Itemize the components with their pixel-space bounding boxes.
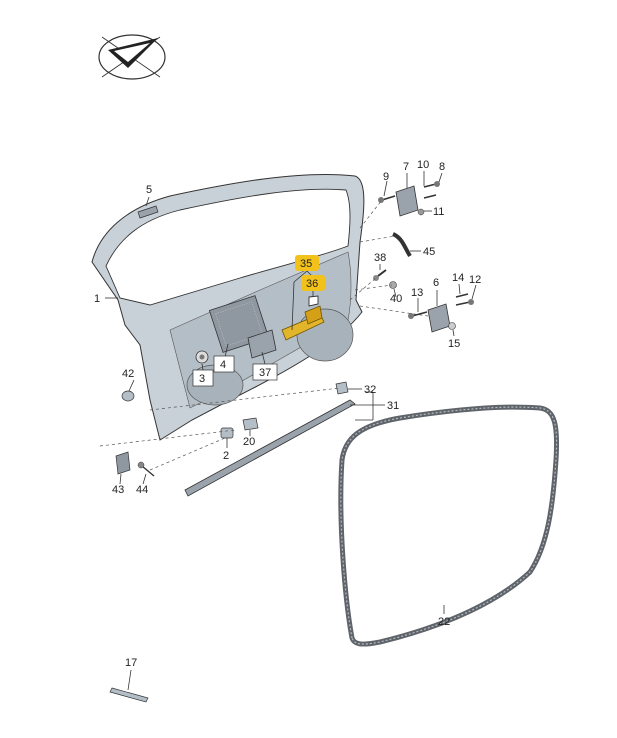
label-9: 9 (383, 171, 389, 183)
part-35-door-check-strap (281, 305, 325, 341)
part-17-tool (109, 687, 149, 703)
part-2-buffer (220, 427, 234, 439)
part-45-cable-sleeve (392, 232, 412, 258)
label-3: 3 (199, 373, 205, 385)
label-42: 42 (122, 368, 134, 380)
leader-lines (105, 171, 477, 691)
label-5: 5 (146, 184, 152, 196)
label-36: 36 (306, 278, 318, 290)
label-22: 22 (438, 616, 450, 628)
upper-hinge-assembly (378, 181, 440, 217)
part-22-door-seal (338, 404, 560, 647)
label-2: 2 (223, 450, 229, 462)
highlight-badge-35 (295, 255, 319, 271)
label-20: 20 (243, 436, 255, 448)
part-42-plug (121, 390, 135, 402)
label-12: 12 (469, 274, 481, 286)
label-4: 4 (220, 359, 226, 371)
label-38: 38 (374, 252, 386, 264)
label-37: 37 (259, 367, 271, 379)
part-40-nut (389, 281, 397, 289)
label-11: 11 (433, 206, 444, 218)
highlight-badge-36 (301, 275, 325, 291)
part-38-bolt (373, 269, 387, 281)
part-44-screw (137, 461, 155, 477)
lower-hinge-assembly (408, 293, 474, 333)
part-5-trim-strip (137, 205, 159, 219)
label-box-3 (192, 369, 214, 387)
label-6: 6 (433, 277, 439, 289)
label-15: 15 (448, 338, 460, 350)
label-10: 10 (417, 159, 429, 171)
part-20-clip (242, 417, 259, 431)
label-35: 35 (300, 258, 312, 270)
assembly-lines (99, 199, 429, 471)
label-14: 14 (452, 272, 464, 284)
part-36-seal-ring (308, 295, 319, 307)
label-17: 17 (125, 657, 137, 669)
label-31: 31 (387, 400, 399, 412)
part-3-grommet (195, 350, 209, 364)
label-45: 45 (423, 246, 435, 258)
label-box-37 (252, 363, 278, 381)
label-43: 43 (112, 484, 124, 496)
part-43-bracket (115, 451, 131, 475)
door-shell (91, 174, 365, 441)
part-labels: 1 2 3 4 5 6 7 8 9 10 11 12 13 14 15 17 2… (94, 159, 481, 669)
label-44: 44 (136, 484, 148, 496)
part-32-clip (335, 381, 349, 395)
part-31-sill-strip (184, 399, 356, 497)
label-32: 32 (364, 384, 376, 396)
label-1: 1 (94, 293, 100, 305)
orientation-logo-icon (98, 34, 166, 80)
label-40: 40 (390, 293, 402, 305)
label-box-4 (213, 355, 235, 373)
label-8: 8 (439, 161, 445, 173)
part-37-switch (247, 329, 277, 359)
label-13: 13 (411, 287, 423, 299)
label-7: 7 (403, 161, 409, 173)
